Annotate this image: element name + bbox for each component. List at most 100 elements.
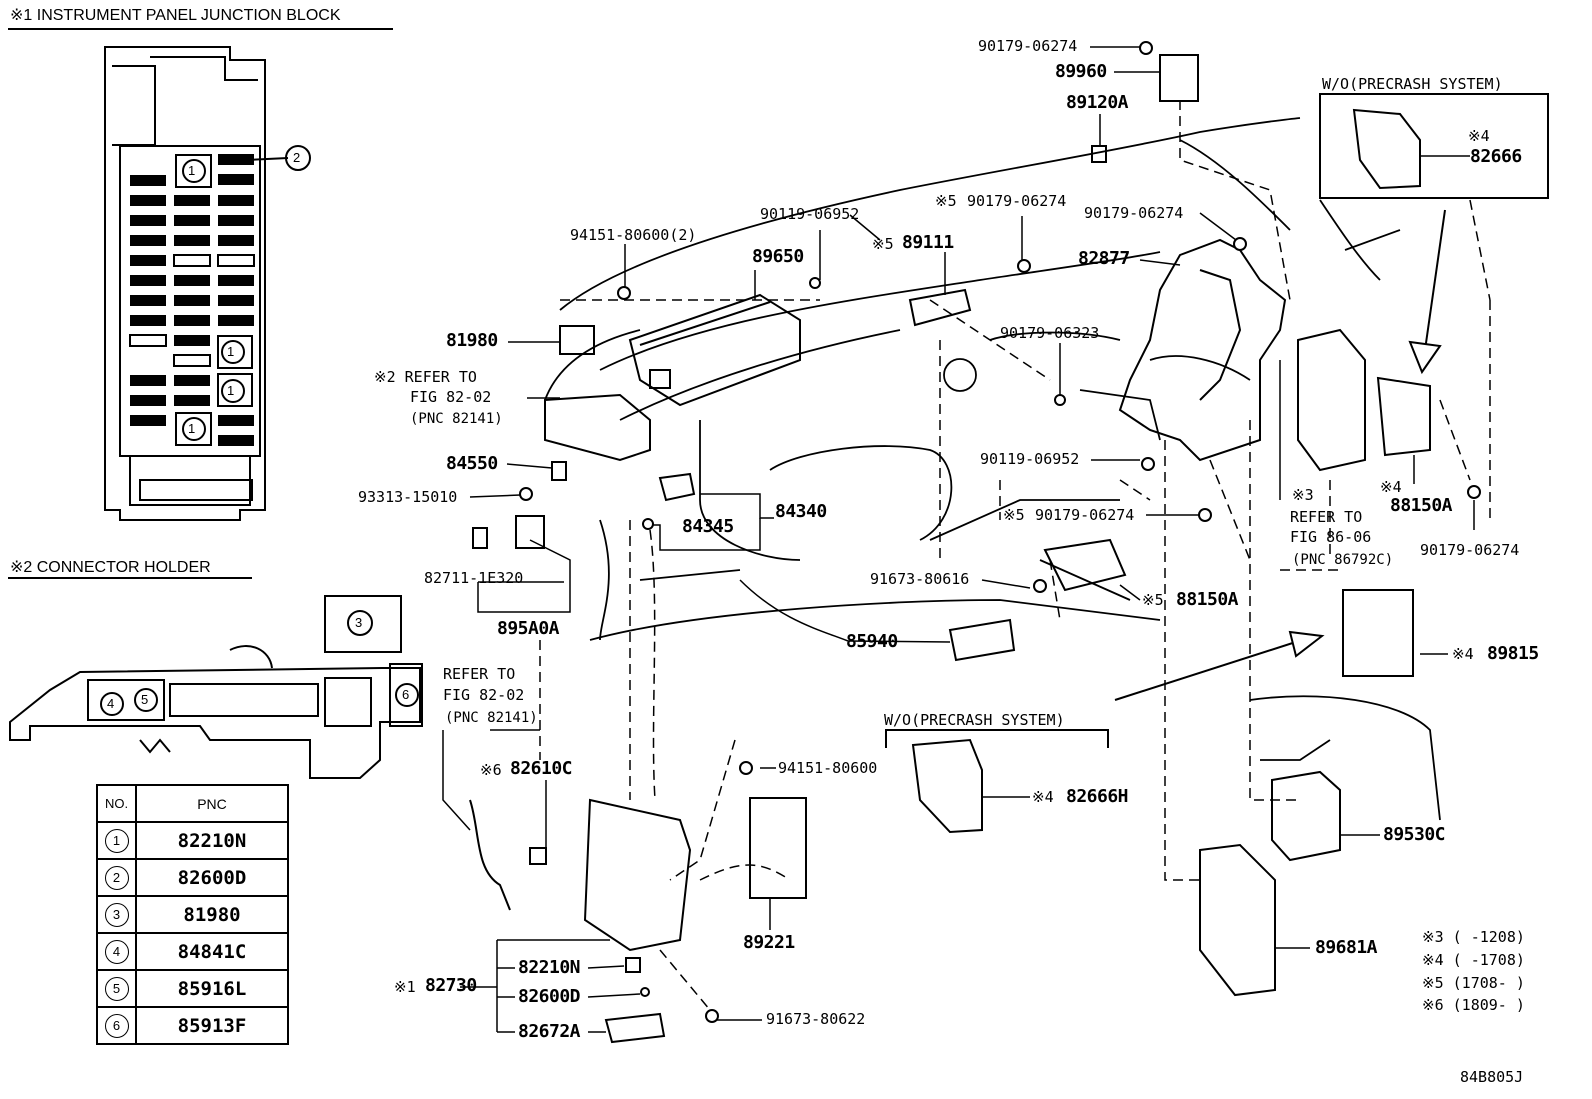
- module-89221: [749, 797, 807, 899]
- part-label: 90119-06952: [980, 450, 1080, 468]
- callout-number: 6: [402, 687, 410, 702]
- module-89650: [628, 293, 801, 407]
- switch-84340: [658, 472, 696, 502]
- part-label: 895A0A: [497, 618, 560, 639]
- part-label: 90179-06323: [1000, 324, 1100, 342]
- row-number: 1: [104, 828, 129, 853]
- table-row: 2 82600D: [96, 858, 289, 897]
- part-label: 90179-06274: [1420, 541, 1520, 559]
- part-label: 94151-80600: [778, 759, 878, 777]
- row-pnc: 82210N: [135, 821, 289, 860]
- wire-82610c: [469, 799, 511, 911]
- callout-number: 3: [355, 615, 363, 630]
- callout-number: 4: [107, 696, 115, 711]
- wo-precrash-title: W/O(PRECRASH SYSTEM): [1322, 75, 1503, 93]
- connector-holder-dash: [544, 393, 651, 462]
- refer-line: FIG 86-06: [1290, 528, 1372, 546]
- callout-number: 1: [188, 163, 196, 178]
- part-84550: [551, 461, 567, 481]
- part-label: 82210N: [518, 957, 581, 978]
- relay-81980: [559, 325, 595, 355]
- part-label: 89530C: [1383, 824, 1446, 845]
- footnote: ※4 ( -1708): [1422, 951, 1525, 969]
- connector-holder-illustration: [9, 595, 423, 779]
- figure-code: 84B805J: [1460, 1068, 1524, 1086]
- arrow-to-89815: [1114, 630, 1325, 701]
- refer-line: REFER TO: [443, 665, 516, 683]
- row-number: 6: [104, 1013, 129, 1038]
- part-label: 89681A: [1315, 937, 1378, 958]
- footnote: ※5 (1708- ): [1422, 974, 1525, 992]
- part-label: 94151-80600(2): [570, 226, 697, 244]
- table-row: 5 85916L: [96, 969, 289, 1008]
- part-label: 82666H: [1066, 786, 1129, 807]
- table-header-no: NO.: [96, 784, 137, 823]
- refer-line: REFER TO: [1290, 508, 1363, 526]
- row-number: 5: [104, 976, 129, 1001]
- module-88150a-lower: [1043, 538, 1127, 592]
- callout-number: 5: [141, 692, 149, 707]
- callout-circle: [285, 145, 311, 171]
- note-marker: ※1: [394, 978, 416, 996]
- row-number: 4: [104, 939, 129, 964]
- ecu-ref-86-06: [1297, 328, 1366, 472]
- part-label: 91673-80622: [766, 1010, 866, 1028]
- part-label: 84340: [775, 501, 827, 522]
- part-895a0a: [515, 515, 545, 549]
- refer-line: (PNC 82141): [445, 710, 538, 726]
- part-label: 89120A: [1066, 92, 1129, 113]
- note-marker: ※4: [1468, 127, 1490, 145]
- part-label: 82600D: [518, 986, 581, 1007]
- table-row: 4 84841C: [96, 932, 289, 971]
- refer-line: FIG 82-02: [443, 686, 525, 704]
- part-label: 90179-06274: [967, 192, 1067, 210]
- fasteners: [519, 41, 1481, 1023]
- note-marker: ※5: [935, 192, 957, 210]
- callout-number: 1: [227, 344, 235, 359]
- clip-89120a: [1091, 145, 1107, 163]
- part-label: 88150A: [1176, 589, 1239, 610]
- bracket-82877: [1118, 238, 1287, 462]
- part-label: 82610C: [510, 758, 573, 779]
- row-pnc: 81980: [135, 895, 289, 934]
- junction-block-82730: [583, 798, 692, 952]
- pnc-table: NO. PNC 1 82210N 2 82600D 3 81980 4 8484…: [96, 784, 289, 1045]
- junction-block-header: ※1 INSTRUMENT PANEL JUNCTION BLOCK: [10, 7, 341, 24]
- part-label: 90179-06274: [1035, 506, 1135, 524]
- note-marker: ※4: [1032, 788, 1054, 806]
- part-label: 90119-06952: [760, 205, 860, 223]
- module-88150a-right: [1376, 376, 1431, 457]
- part-label: 89815: [1487, 643, 1539, 664]
- module-82666: [1352, 108, 1421, 190]
- part-label: 82672A: [518, 1021, 581, 1042]
- note-marker: ※5: [1142, 591, 1164, 609]
- part-label: 82666: [1470, 146, 1522, 167]
- table-row: 6 85913F: [96, 1006, 289, 1045]
- part-label: 93313-15010: [358, 488, 458, 506]
- row-pnc: 82600D: [135, 858, 289, 897]
- part-label: 89960: [1055, 61, 1107, 82]
- module-82666h: [911, 738, 983, 834]
- part-label: 89650: [752, 246, 804, 267]
- wo-precrash-box: [1319, 93, 1549, 199]
- module-89530c: [1271, 770, 1341, 862]
- part-82672a: [604, 1012, 666, 1044]
- part-label: 81980: [446, 330, 498, 351]
- note-marker: ※5: [872, 235, 894, 253]
- part-label: 89221: [743, 932, 795, 953]
- module-89815: [1342, 589, 1414, 677]
- part-label: 82730: [425, 975, 477, 996]
- row-pnc: 84841C: [135, 932, 289, 971]
- note-marker: ※3: [1292, 486, 1314, 504]
- part-label: 90179-06274: [978, 37, 1078, 55]
- part-82711: [472, 527, 488, 549]
- dashboard-outline: [544, 117, 1441, 821]
- note-marker: ※4: [1452, 645, 1474, 663]
- wo-precrash-bracket: [885, 729, 1109, 748]
- table-header-row: NO. PNC: [96, 784, 289, 823]
- part-label: 89111: [902, 232, 954, 253]
- table-row: 3 81980: [96, 895, 289, 934]
- connector-holder-header: ※2 CONNECTOR HOLDER: [10, 559, 211, 576]
- table-header-pnc: PNC: [135, 784, 289, 823]
